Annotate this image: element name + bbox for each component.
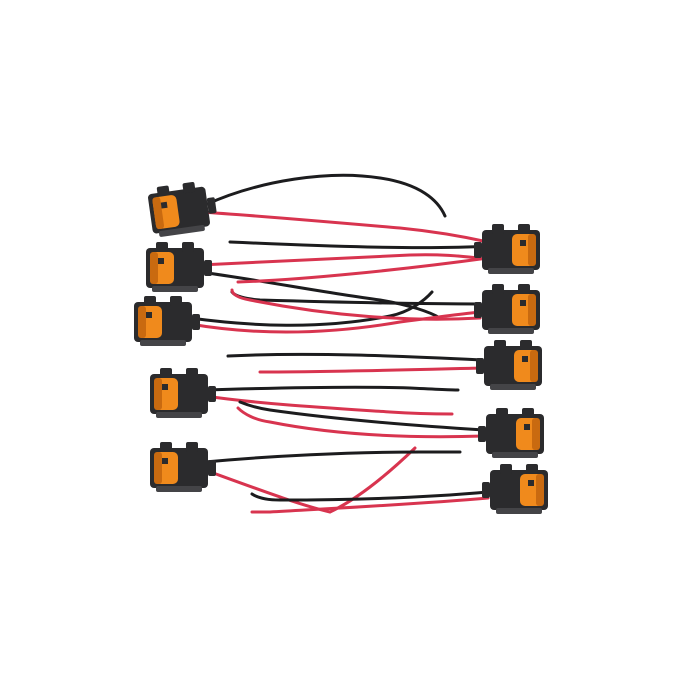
red-wire xyxy=(188,310,482,334)
connector-layer xyxy=(134,182,548,514)
connector-icon xyxy=(474,224,540,274)
orange-seal-shadow xyxy=(150,252,158,284)
connector-clip xyxy=(492,284,504,294)
connector-clip xyxy=(170,296,182,306)
black-wire xyxy=(203,173,447,218)
terminal-slot xyxy=(162,458,168,464)
connector-ridge xyxy=(488,328,534,334)
orange-seal-shadow xyxy=(152,197,165,230)
connector-clip xyxy=(496,408,508,418)
connector-clip xyxy=(182,242,194,252)
connector-clip xyxy=(182,182,196,194)
wire-layer xyxy=(188,173,492,514)
connector-clip xyxy=(522,408,534,418)
connector-icon xyxy=(150,368,216,418)
orange-seal-shadow xyxy=(536,474,544,506)
connector-clip xyxy=(492,224,504,234)
connector-clip xyxy=(526,464,538,474)
red-wire xyxy=(198,253,480,267)
orange-seal-shadow xyxy=(532,418,540,450)
connector-clip xyxy=(186,442,198,452)
cable-boot xyxy=(204,260,212,276)
connector-clip xyxy=(156,242,168,252)
connector-icon xyxy=(134,296,200,346)
orange-seal-shadow xyxy=(528,234,536,266)
orange-seal-shadow xyxy=(154,378,162,410)
connector-ridge xyxy=(488,268,534,274)
red-wire xyxy=(203,394,454,416)
cable-boot xyxy=(206,197,217,214)
connector-ridge xyxy=(156,486,202,492)
terminal-slot xyxy=(528,480,534,486)
red-wire xyxy=(236,406,486,439)
cable-boot xyxy=(476,358,484,374)
cable-boot xyxy=(192,314,200,330)
cable-boot xyxy=(474,302,482,318)
terminal-slot xyxy=(158,258,164,264)
connector-clip xyxy=(160,368,172,378)
terminal-slot xyxy=(524,424,530,430)
connector-ridge xyxy=(152,286,198,292)
connector-ridge xyxy=(490,384,536,390)
cable-boot xyxy=(474,242,482,258)
black-wire xyxy=(250,490,490,502)
red-wire xyxy=(198,210,490,244)
connector-clip xyxy=(156,185,170,197)
connector-icon xyxy=(150,442,216,492)
cable-boot xyxy=(482,482,490,498)
connector-clip xyxy=(160,442,172,452)
terminal-slot xyxy=(520,240,526,246)
connector-icon xyxy=(148,182,217,237)
connector-ridge xyxy=(496,508,542,514)
cable-boot xyxy=(208,386,216,402)
black-wire xyxy=(226,352,484,362)
black-wire xyxy=(228,240,492,250)
connector-clip xyxy=(518,284,530,294)
connector-icon xyxy=(476,340,542,390)
connector-icon xyxy=(478,408,544,458)
orange-seal-shadow xyxy=(154,452,162,484)
terminal-slot xyxy=(160,201,168,209)
black-wire xyxy=(203,385,460,392)
black-wire xyxy=(238,400,486,432)
connector-clip xyxy=(518,224,530,234)
black-wire xyxy=(198,270,442,320)
connector-ridge xyxy=(158,225,205,237)
cable-boot xyxy=(208,460,216,476)
orange-seal-shadow xyxy=(138,306,146,338)
orange-seal-shadow xyxy=(528,294,536,326)
terminal-slot xyxy=(522,356,528,362)
terminal-slot xyxy=(146,312,152,318)
connector-clip xyxy=(500,464,512,474)
red-wire xyxy=(258,366,484,374)
terminal-slot xyxy=(520,300,526,306)
connector-clip xyxy=(520,340,532,350)
connector-icon xyxy=(482,464,548,514)
connector-ridge xyxy=(140,340,186,346)
connector-clip xyxy=(186,368,198,378)
red-wire xyxy=(236,256,490,284)
red-wire xyxy=(250,496,490,514)
connector-clip xyxy=(494,340,506,350)
connector-ridge xyxy=(492,452,538,458)
connector-ridge xyxy=(156,412,202,418)
connector-icon xyxy=(146,242,212,292)
connector-icon xyxy=(474,284,540,334)
red-wire xyxy=(203,446,417,514)
red-wire xyxy=(230,288,482,321)
connector-clip xyxy=(144,296,156,306)
cable-boot xyxy=(478,426,486,442)
terminal-slot xyxy=(162,384,168,390)
orange-seal-shadow xyxy=(530,350,538,382)
black-wire xyxy=(203,450,462,464)
